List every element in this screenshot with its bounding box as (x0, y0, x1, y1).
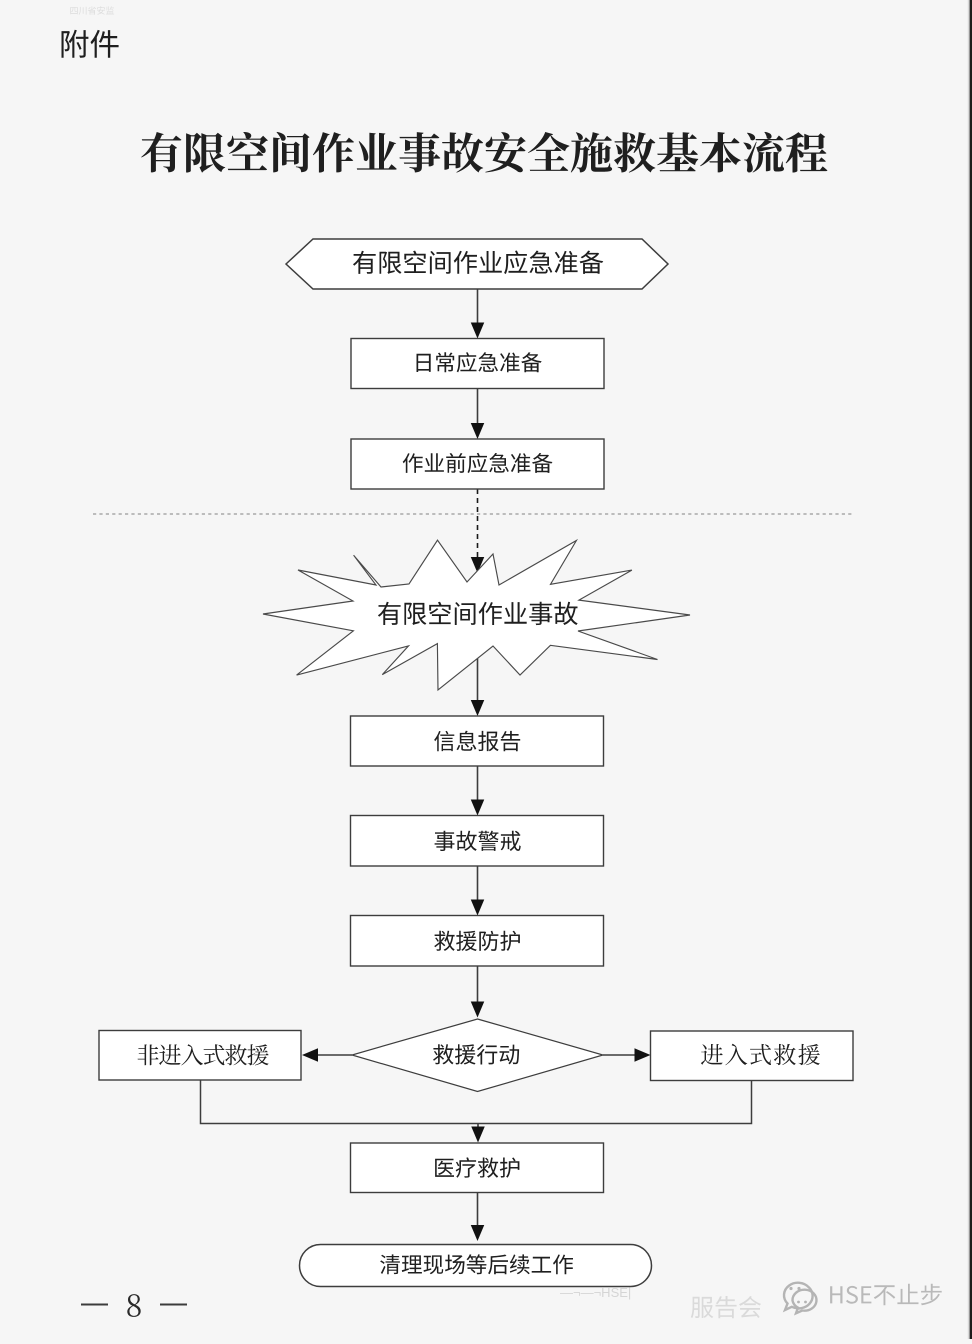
svg-text:—¬—¬HSE|: —¬—¬HSE| (560, 1285, 631, 1300)
